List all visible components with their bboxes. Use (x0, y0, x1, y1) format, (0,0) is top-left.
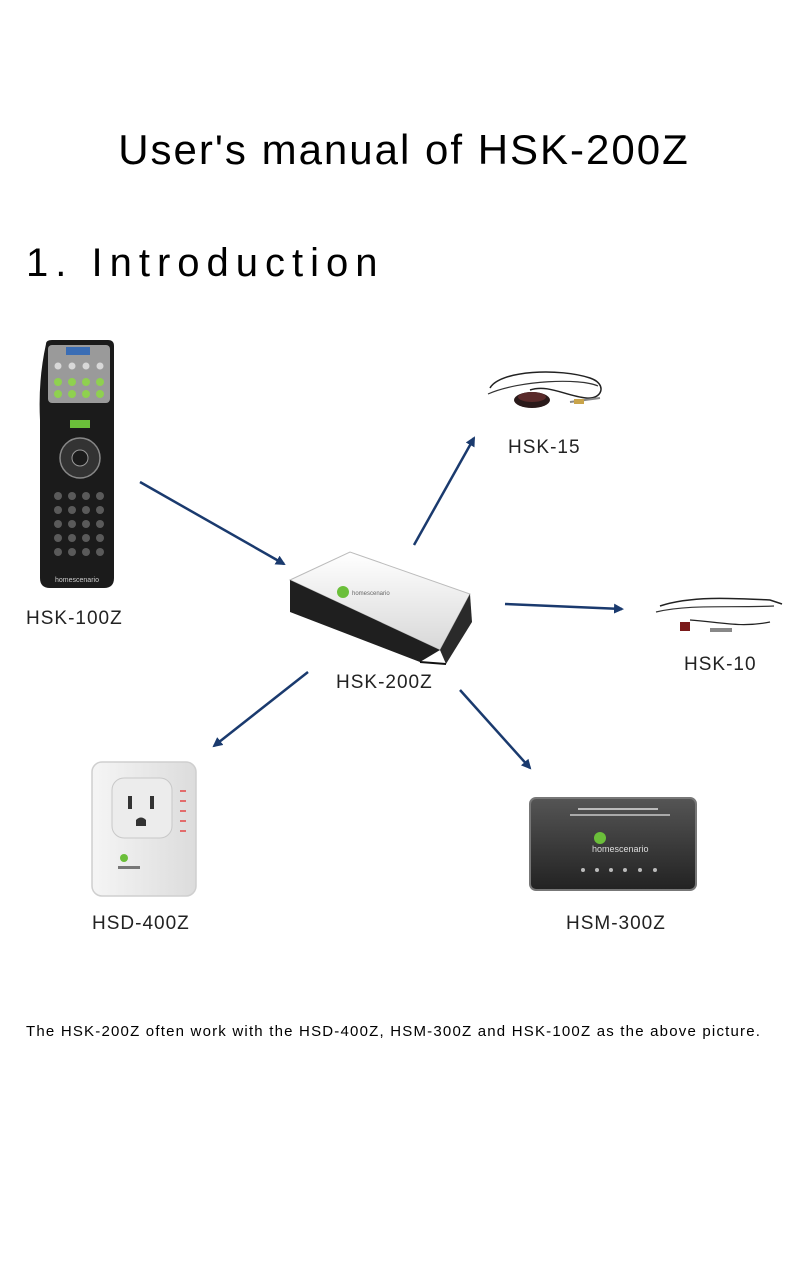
connection-arrows (139, 436, 624, 770)
hub-logo: homescenario (352, 591, 390, 597)
arrow-hub-to-ircable (504, 602, 624, 614)
arrow-hub-to-module (459, 689, 532, 770)
arrow-remote-to-hub (139, 480, 286, 566)
arrow-hub-to-dimmer (212, 671, 309, 748)
label-hsm-300z: HSM-300Z (566, 913, 666, 934)
section-heading: 1. Introduction (26, 241, 385, 285)
ir-sensor-image (487, 371, 602, 408)
module-image: homescenario (529, 797, 697, 891)
hub-image: homescenario (288, 551, 472, 665)
body-paragraph: The HSK-200Z often work with the HSD-400… (26, 1023, 762, 1040)
label-hsk-10: HSK-10 (684, 654, 757, 675)
arrow-hub-to-sensor (412, 436, 476, 546)
label-hsk-100z: HSK-100Z (26, 608, 123, 629)
module-logo: homescenario (592, 844, 649, 854)
ir-cable-image (655, 597, 783, 632)
label-hsd-400z: HSD-400Z (92, 913, 190, 934)
label-hsk-15: HSK-15 (508, 437, 581, 458)
remote-logo: homescenario (55, 577, 99, 584)
label-hsk-200z: HSK-200Z (336, 672, 433, 693)
remote-control-image: homescenario (39, 340, 114, 588)
dimmer-plug-image (91, 761, 197, 897)
document-title: User's manual of HSK-200Z (118, 126, 690, 173)
